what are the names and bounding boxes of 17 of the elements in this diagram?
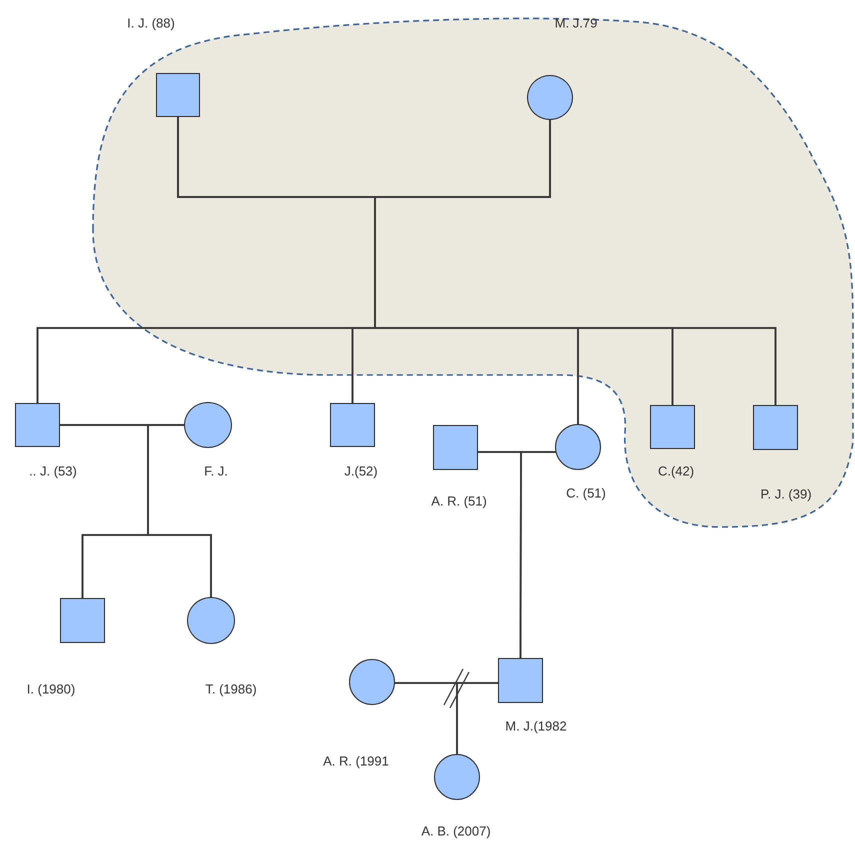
- person-name: I. (1980): [26, 682, 76, 696]
- relationship-line: [147, 424, 212, 597]
- person-name: A. B. (2007): [421, 824, 491, 838]
- person-name: P. J. (39): [760, 488, 812, 500]
- relationship-line: [456, 682, 498, 754]
- person-name: M. J.(1982: [505, 720, 567, 732]
- person-name: A. R. (51): [431, 494, 487, 508]
- person-name: I. J. (88): [127, 16, 175, 30]
- person-name: .. J. (53): [29, 464, 77, 478]
- person-name: J.(52): [344, 464, 378, 478]
- person-name: F. J.: [204, 464, 228, 478]
- person-name: M. J.79: [554, 16, 598, 30]
- person-name: T. (1986): [205, 682, 257, 696]
- person-name: A. R. (1991: [323, 754, 389, 768]
- person-name: C.(42): [658, 464, 694, 478]
- relationship-line: [520, 451, 556, 658]
- person-name: C. (51): [566, 486, 606, 500]
